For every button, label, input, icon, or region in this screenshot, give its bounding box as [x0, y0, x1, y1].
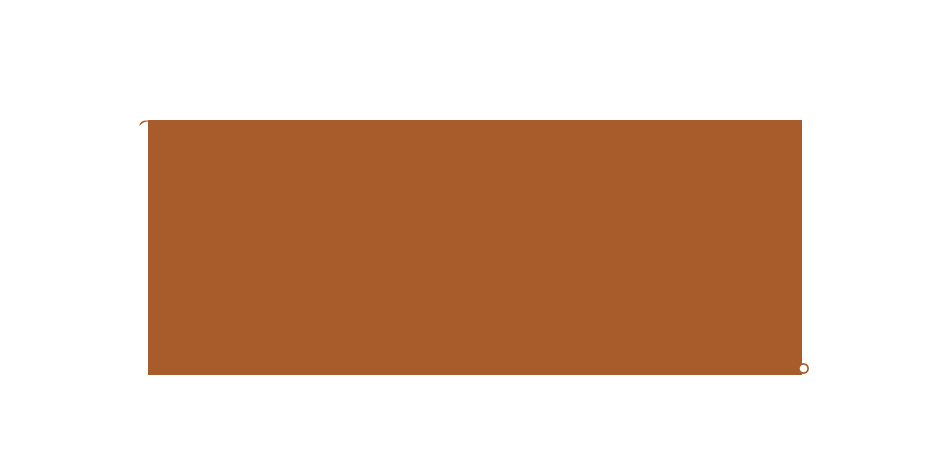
color-block	[148, 120, 802, 375]
corner-curl-mark	[139, 120, 148, 127]
registered-mark-icon	[798, 363, 809, 374]
